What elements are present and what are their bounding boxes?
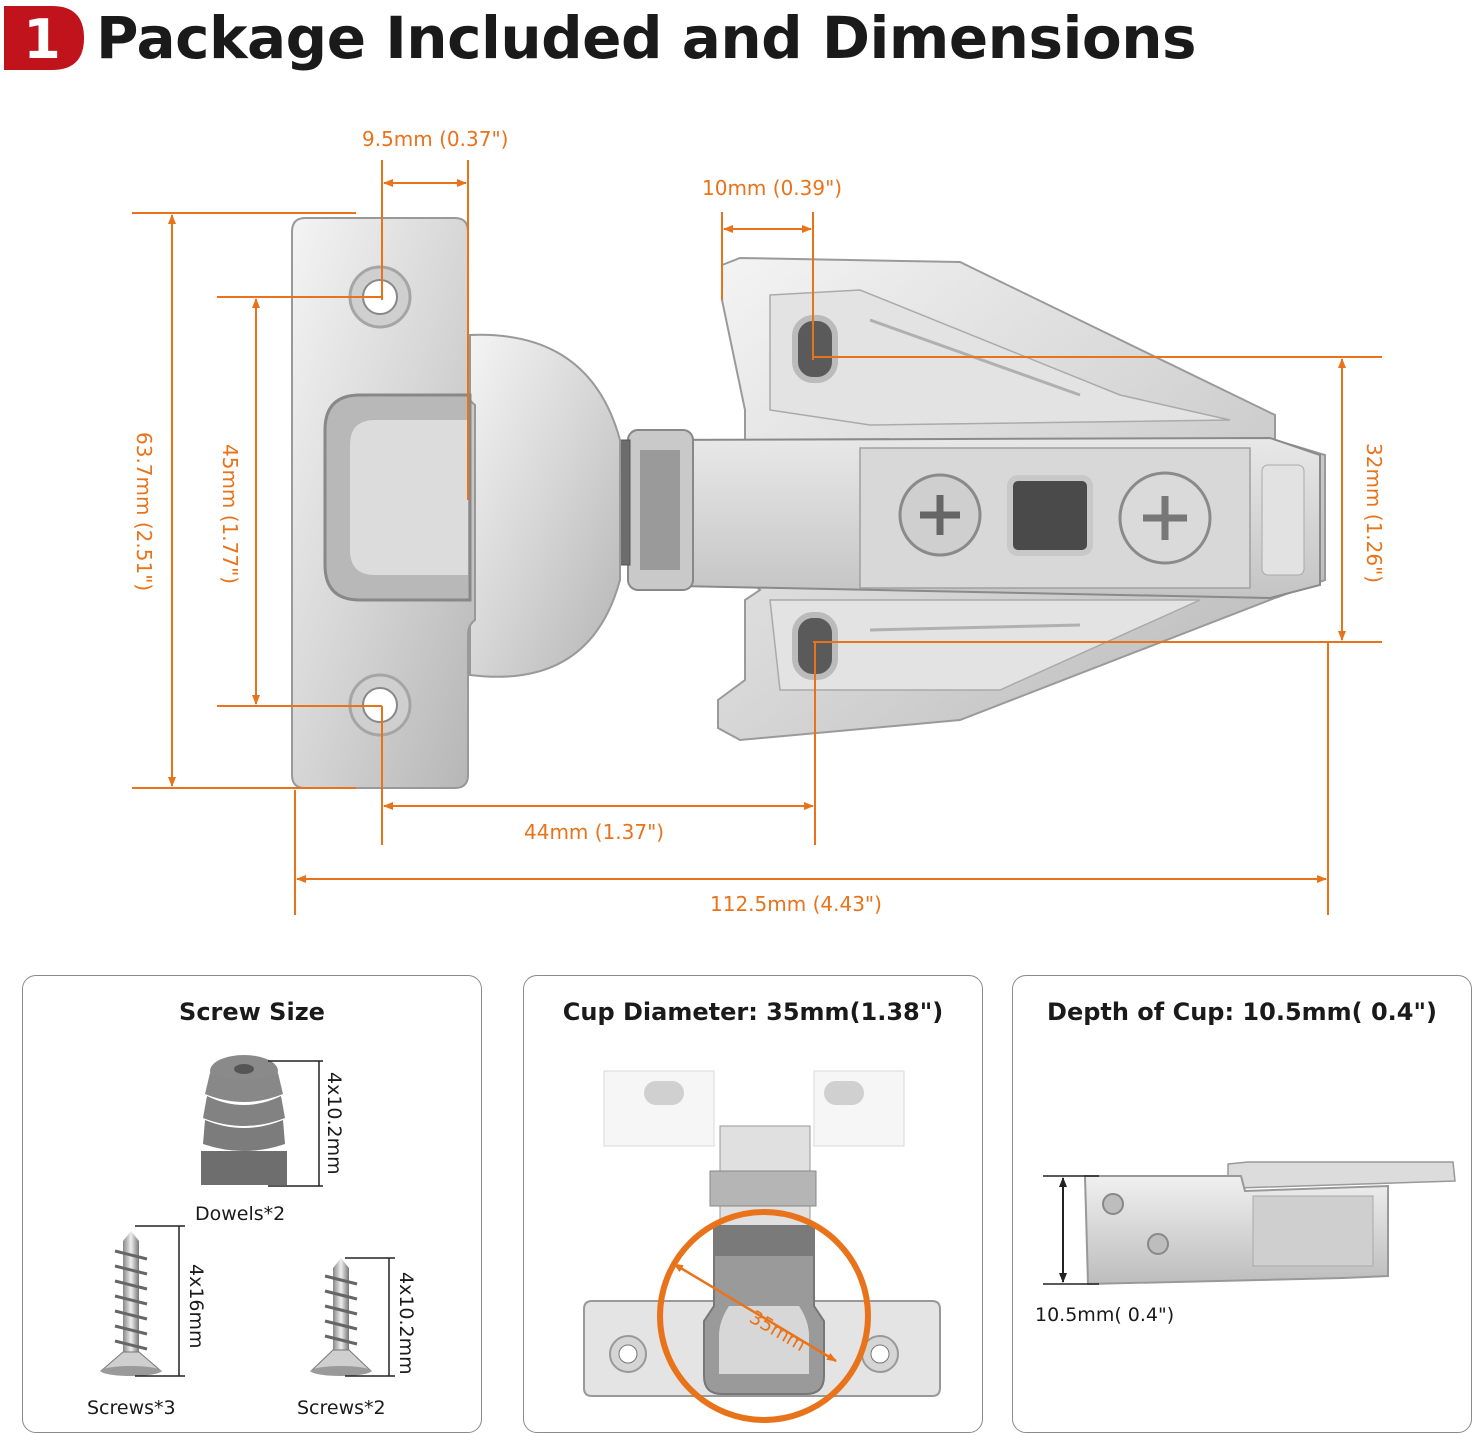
- short-screw-label: Screws*2: [297, 1397, 386, 1419]
- dowel-label: Dowels*2: [195, 1203, 286, 1225]
- cup-depth-title: Depth of Cup: 10.5mm( 0.4"): [1047, 998, 1437, 1026]
- hinge-cup: [469, 333, 621, 678]
- dim-screw-hole-offset: 9.5mm (0.37"): [362, 127, 509, 151]
- step-number-badge: 1: [4, 6, 84, 70]
- short-screw-size: 4x10.2mm: [395, 1272, 417, 1375]
- cup-depth-label: 10.5mm( 0.4"): [1035, 1304, 1175, 1326]
- door-plate: [291, 217, 476, 789]
- dim-total-length: 112.5mm (4.43"): [710, 892, 882, 916]
- dowel-size: 4x10.2mm: [323, 1072, 345, 1175]
- dim-hole-to-mount: 44mm (1.37"): [524, 820, 665, 844]
- hinge-arm: [629, 436, 1321, 600]
- long-screw-icon: [99, 1231, 163, 1376]
- step-number: 1: [23, 8, 61, 70]
- dim-plate-height: 63.7mm (2.51"): [132, 432, 156, 592]
- screw-size-illustration: [99, 1055, 395, 1377]
- long-screw-size: 4x16mm: [185, 1264, 207, 1349]
- long-screw-label: Screws*3: [87, 1397, 176, 1419]
- dowel-icon: [201, 1055, 287, 1185]
- hinge-diagram: [132, 160, 1382, 915]
- screw-size-title: Screw Size: [179, 998, 325, 1026]
- dimension-lines: [132, 160, 1382, 915]
- page-title: Package Included and Dimensions: [96, 4, 1197, 72]
- cup-depth-panel: Depth of Cup: 10.5mm( 0.4") 10.5mm( 0.4"…: [1012, 975, 1472, 1433]
- short-screw-icon: [309, 1258, 373, 1376]
- cup-diameter-illustration: 35mm: [583, 1070, 941, 1423]
- dim-mount-spacing: 32mm (1.26"): [1362, 443, 1386, 584]
- cup-diameter-title: Cup Diameter: 35mm(1.38"): [562, 998, 944, 1026]
- screw-size-panel: Screw Size: [22, 975, 482, 1433]
- cup-depth-illustration: [1043, 1161, 1456, 1286]
- dim-hole-spacing: 45mm (1.77"): [218, 444, 242, 585]
- cup-diameter-panel: Cup Diameter: 35mm(1.38") 35mm: [523, 975, 983, 1433]
- dim-mount-slot-offset: 10mm (0.39"): [702, 176, 843, 200]
- cup-circle-outline: [657, 1209, 871, 1423]
